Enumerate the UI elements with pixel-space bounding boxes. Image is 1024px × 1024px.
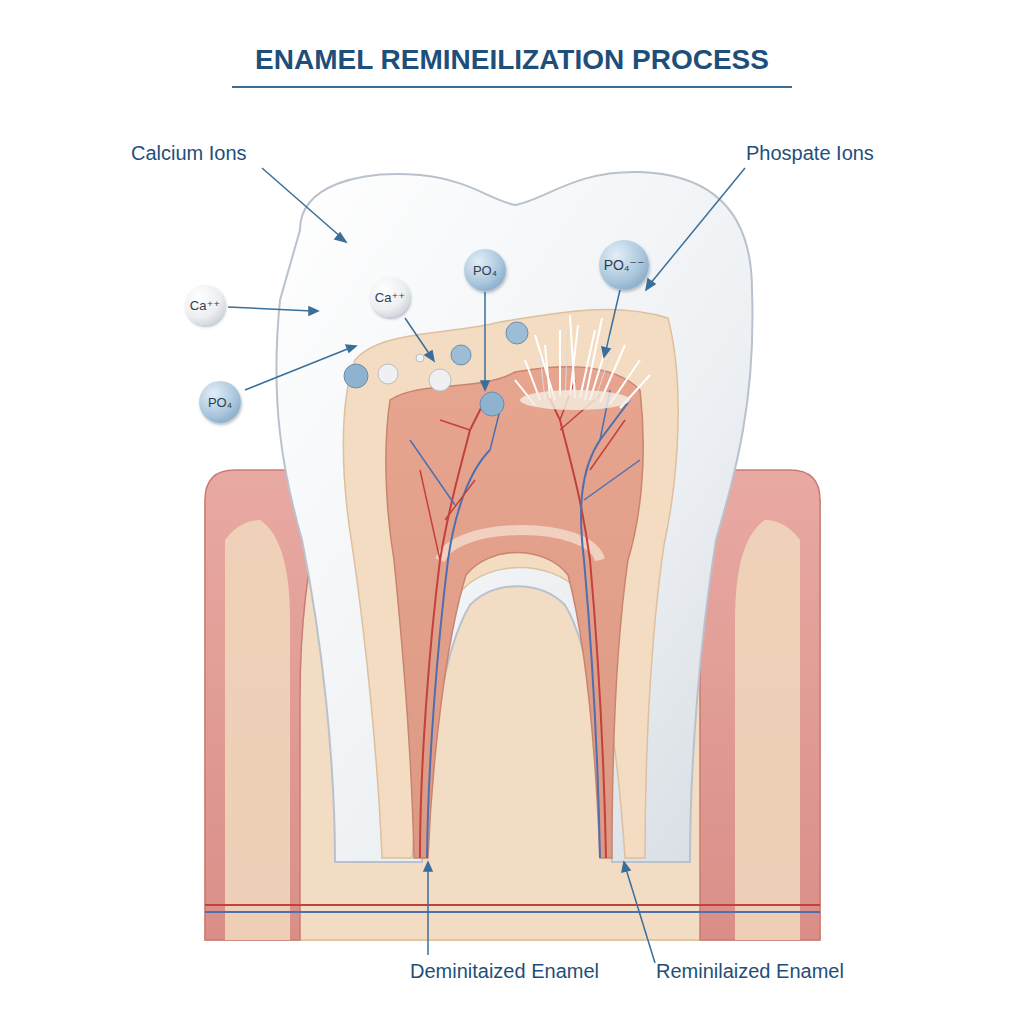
calcium-ion: Ca⁺⁺ <box>185 285 225 325</box>
phosphate-ion: PO₄ <box>199 381 241 423</box>
enamel <box>276 172 752 862</box>
ion-label: PO₄ <box>208 395 232 410</box>
part-label: Deminitaized Enamel <box>410 960 599 983</box>
ion-label: PO₄ <box>473 263 497 278</box>
bone-right <box>735 520 800 940</box>
blood-vessels <box>205 380 820 912</box>
diagram-title: ENAMEL REMINEILIZATION PROCESS <box>0 44 1024 76</box>
part-label: Calcium Ions <box>131 142 247 165</box>
phosphate-ion: PO₄⁻⁻ <box>599 240 649 290</box>
pulp-highlight <box>440 530 600 560</box>
small-ions <box>344 322 528 416</box>
ion-label: Ca⁺⁺ <box>375 290 405 305</box>
leader-lines <box>228 168 745 963</box>
ion-label: PO₄⁻⁻ <box>604 257 645 273</box>
bone-left <box>225 520 290 940</box>
title-rule <box>232 86 792 88</box>
enamel-crystals <box>515 315 650 410</box>
phosphate-ion: PO₄ <box>464 249 506 291</box>
pulp <box>386 367 643 858</box>
calcium-ion: Ca⁺⁺ <box>370 277 410 317</box>
part-label: Phospate Ions <box>746 142 874 165</box>
part-label: Reminilaized Enamel <box>656 960 844 983</box>
ion-label: Ca⁺⁺ <box>190 298 220 313</box>
dentin <box>343 309 678 858</box>
gum-right <box>700 470 820 940</box>
